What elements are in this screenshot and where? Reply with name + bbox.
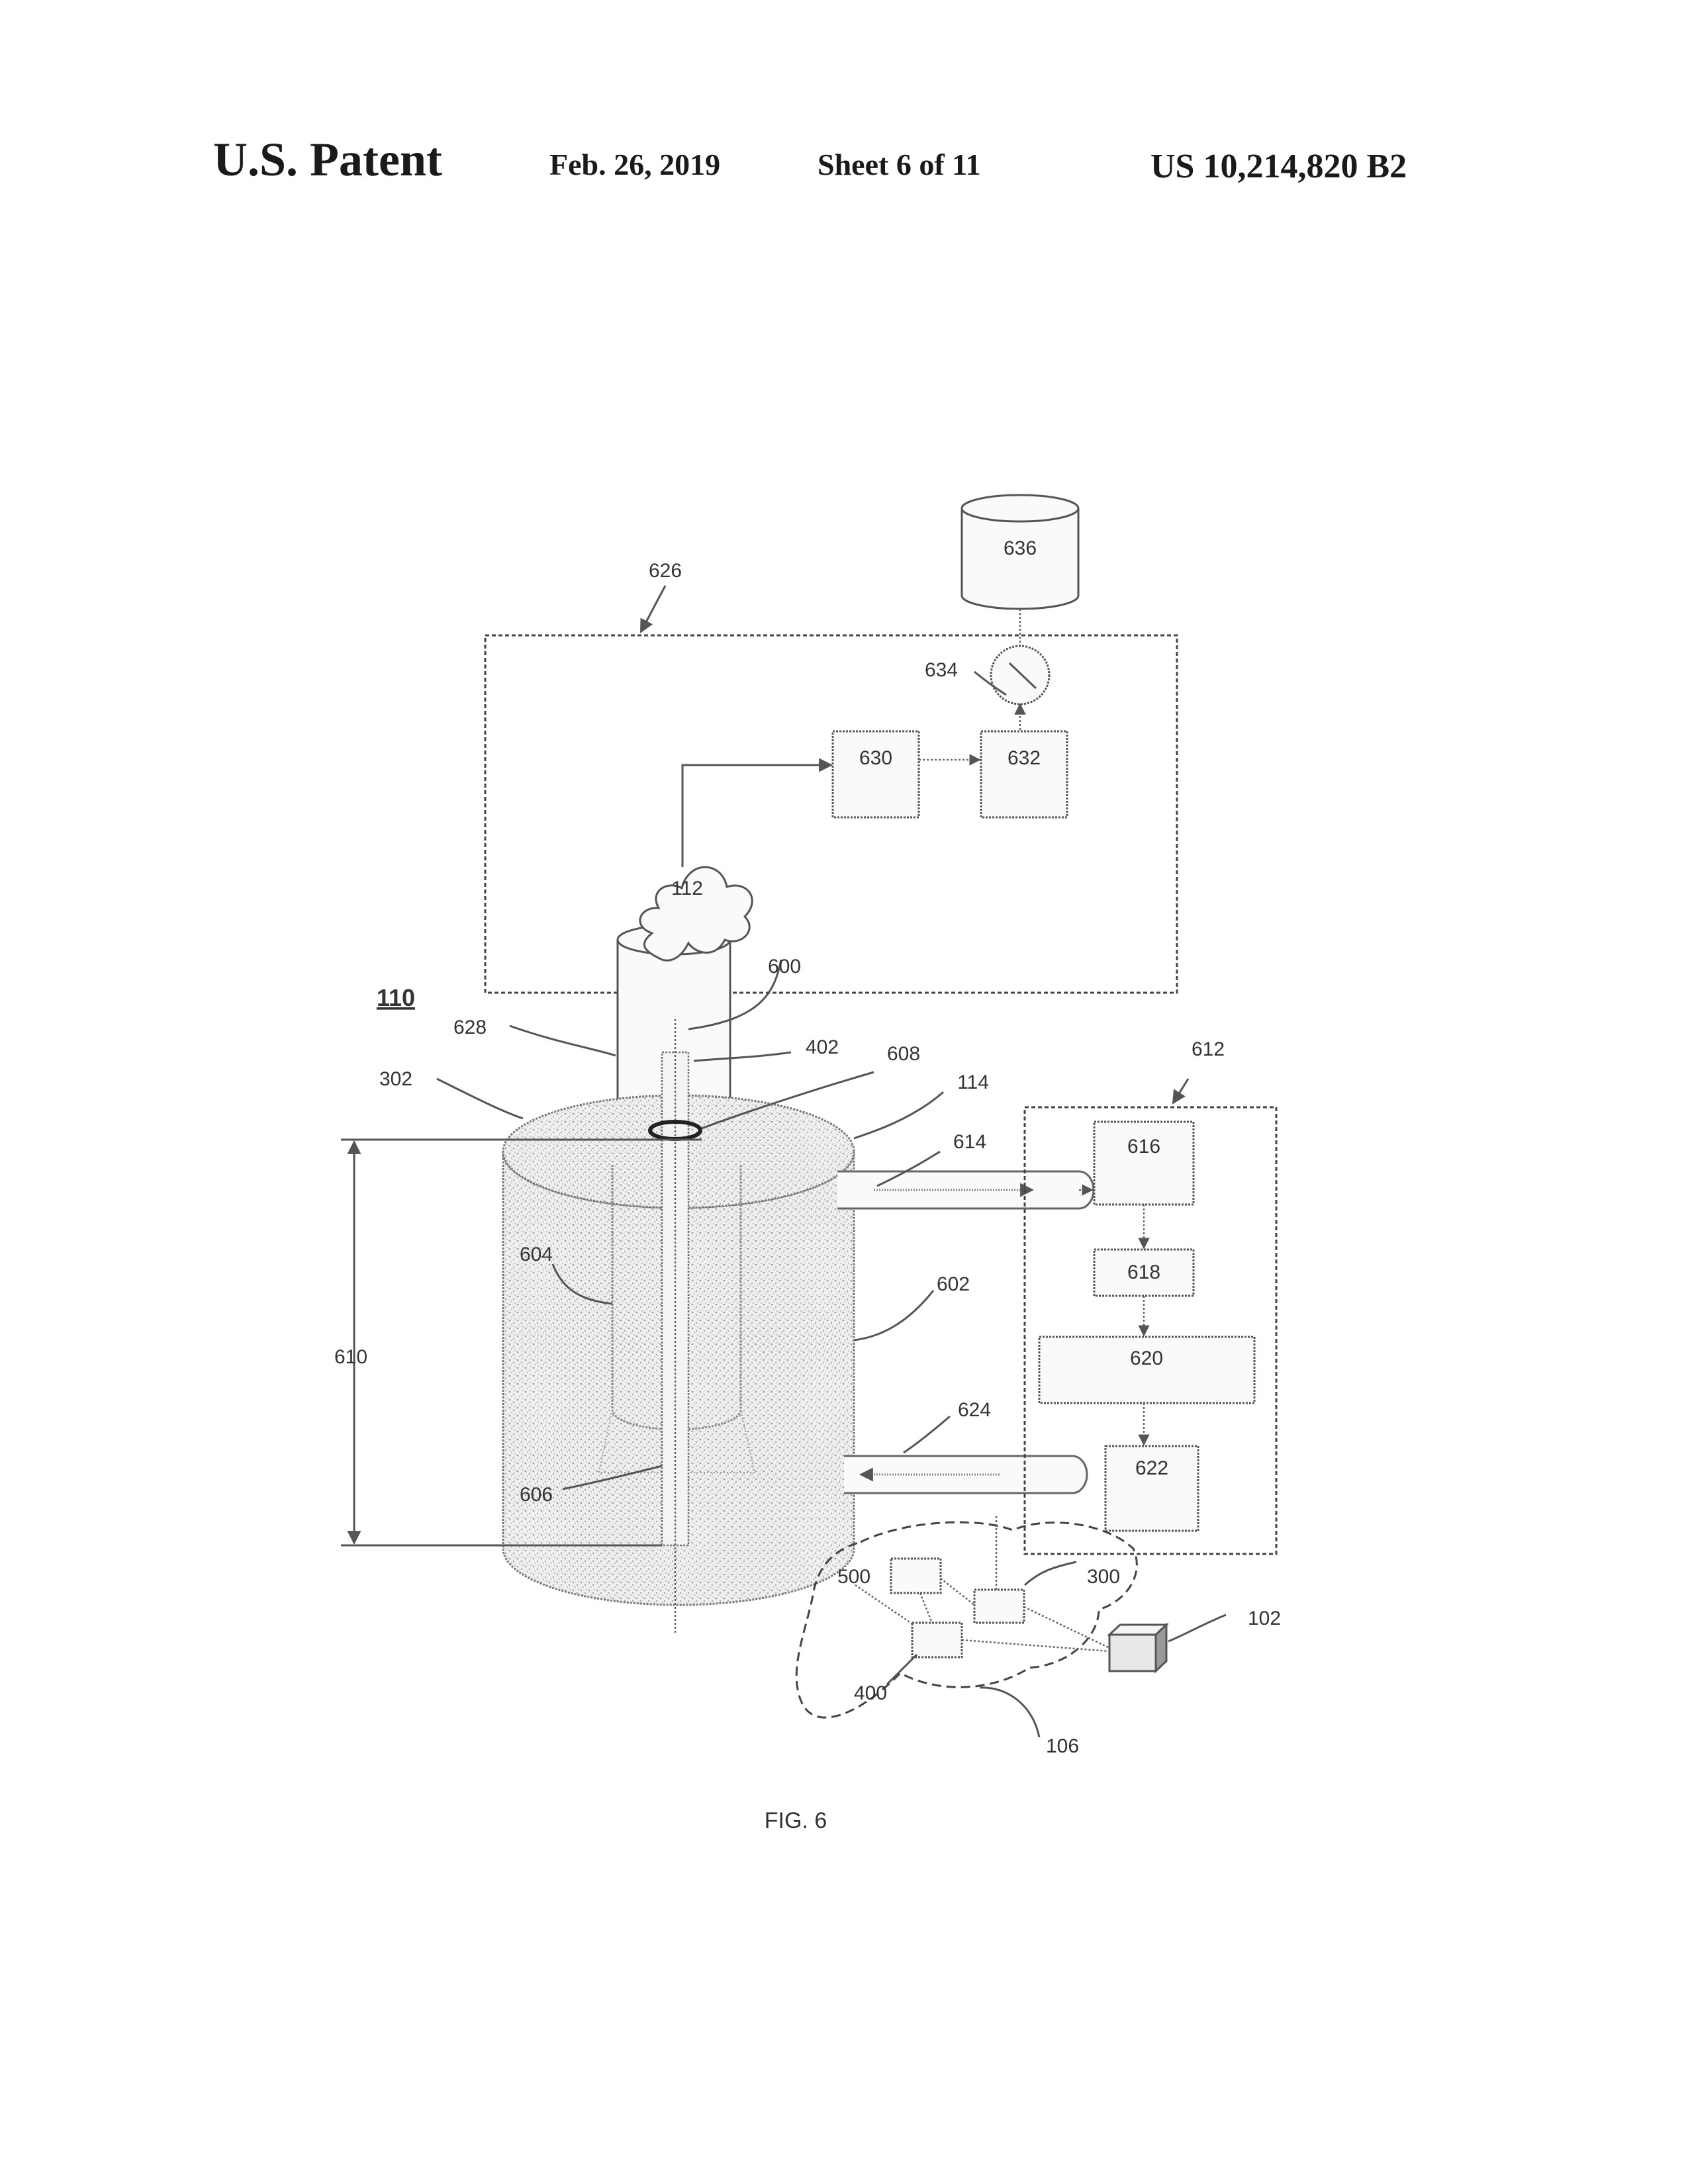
label-106: 106 (1046, 1735, 1079, 1757)
box-632 (981, 731, 1067, 817)
label-618: 618 (1127, 1261, 1160, 1283)
enclosure-626 (485, 635, 1177, 993)
label-608: 608 (887, 1043, 920, 1065)
label-634: 634 (925, 659, 958, 681)
label-636: 636 (1004, 537, 1037, 559)
pipe-614 (837, 1171, 1094, 1208)
device-300 (974, 1590, 1024, 1623)
label-624: 624 (958, 1399, 991, 1421)
label-616: 616 (1127, 1136, 1160, 1158)
label-614: 614 (953, 1131, 986, 1153)
device-102 (1109, 1625, 1166, 1671)
box-630 (833, 731, 919, 817)
label-500: 500 (837, 1566, 870, 1588)
figure-caption: FIG. 6 (765, 1808, 827, 1833)
label-602: 602 (937, 1273, 970, 1295)
label-632: 632 (1008, 747, 1041, 769)
device-500 (891, 1559, 941, 1593)
label-630: 630 (859, 747, 892, 769)
pipe-624 (844, 1456, 1087, 1493)
label-600: 600 (768, 956, 801, 978)
label-102: 102 (1248, 1608, 1281, 1629)
label-604: 604 (520, 1244, 553, 1265)
label-400: 400 (854, 1682, 887, 1704)
label-112: 112 (671, 878, 703, 899)
system-label-110: 110 (377, 984, 415, 1011)
line-112-630 (682, 765, 831, 867)
label-402: 402 (806, 1036, 839, 1058)
label-606: 606 (520, 1484, 553, 1506)
valve-634 (991, 646, 1049, 704)
label-302: 302 (379, 1068, 412, 1090)
box-616 (1094, 1122, 1194, 1205)
label-626: 626 (649, 560, 682, 582)
label-114: 114 (957, 1071, 989, 1093)
label-622: 622 (1135, 1457, 1168, 1479)
box-620 (1039, 1337, 1254, 1403)
label-612: 612 (1192, 1038, 1225, 1060)
label-300: 300 (1087, 1566, 1120, 1588)
label-628: 628 (453, 1017, 487, 1038)
label-610: 610 (334, 1346, 367, 1368)
label-620: 620 (1130, 1347, 1163, 1369)
device-400 (912, 1623, 962, 1657)
